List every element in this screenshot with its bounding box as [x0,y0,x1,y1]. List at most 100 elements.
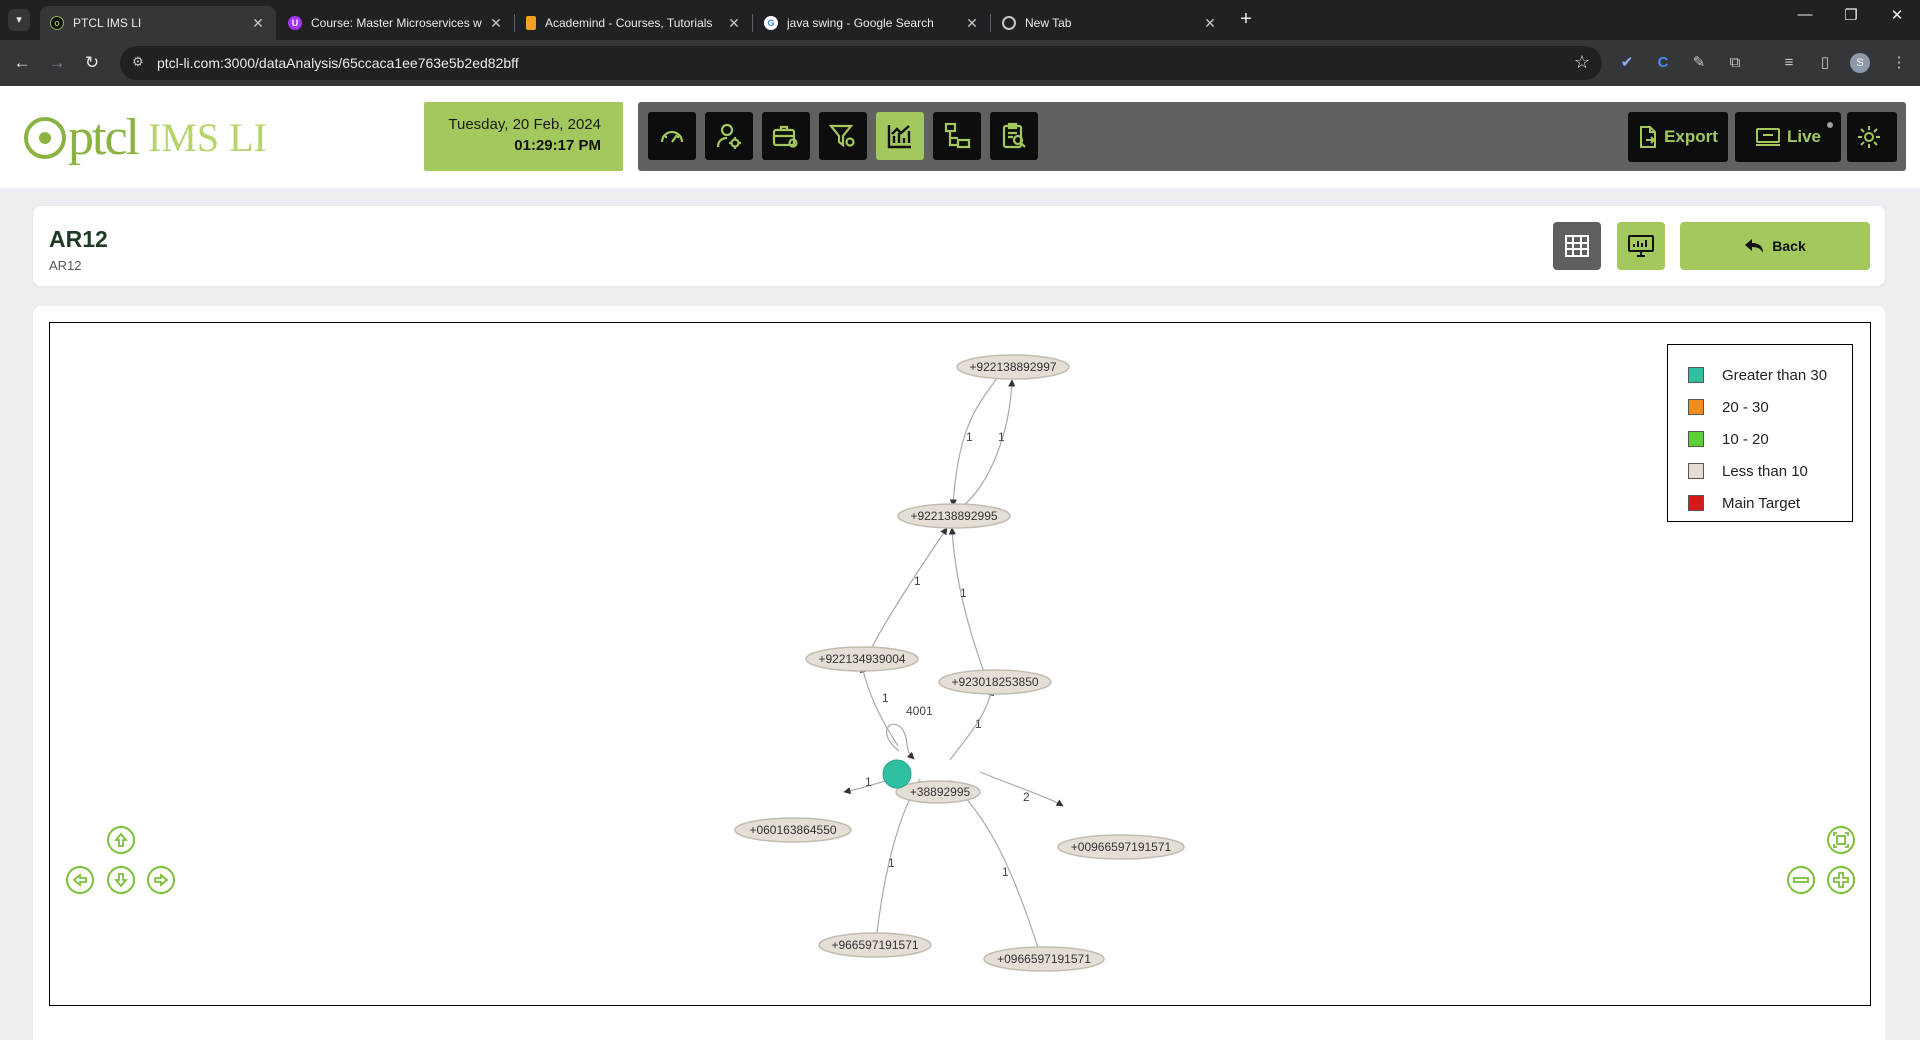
ptcl-ims-logo[interactable]: ptcl IMS LI [24,108,267,168]
case-management-button[interactable] [762,112,810,160]
network-hierarchy-button[interactable] [933,112,981,160]
live-button[interactable]: Live [1735,112,1841,162]
media-control-icon[interactable]: ≡ [1784,54,1794,71]
graph-node[interactable]: +922138892995 [897,503,1011,529]
table-view-button[interactable] [1553,222,1601,270]
monitor-icon [1755,128,1780,146]
gear-icon [1858,126,1880,148]
extension-eyedropper-icon[interactable]: ✎ [1692,54,1706,71]
reload-icon[interactable]: ↻ [84,53,100,72]
edge-label: 1 [975,717,982,731]
forward-arrow-icon[interactable]: → [48,53,66,72]
bar-chart-icon [887,125,911,149]
address-bar[interactable]: ⚙ ptcl-li.com:3000/dataAnalysis/65ccaca1… [120,46,1602,80]
filter-settings-button[interactable] [819,112,867,160]
current-date: Tuesday, 20 Feb, 2024 [448,116,601,133]
graph-legend: Greater than 30 20 - 30 10 - 20 Less tha… [1667,344,1853,522]
google-favicon-icon: G [764,16,778,30]
pan-left-button[interactable] [66,866,94,894]
new-tab-icon[interactable]: + [1240,8,1252,30]
briefcase-gear-icon [772,125,798,148]
minimize-icon[interactable]: — [1797,6,1813,23]
extensions-puzzle-icon[interactable]: ⧉ [1729,54,1741,71]
academind-favicon-icon [526,16,536,30]
report-search-button[interactable] [990,112,1038,160]
close-tab-icon[interactable]: ✕ [966,14,978,31]
restore-icon[interactable]: ❐ [1844,7,1858,24]
node-label: +922134939004 [818,652,905,666]
browser-tab-google[interactable]: G java swing - Google Search ✕ [754,6,990,40]
url-text[interactable]: ptcl-li.com:3000/dataAnalysis/65ccaca1ee… [157,55,519,71]
tab-search-button[interactable]: ▾ [8,9,30,31]
extension-c-icon[interactable]: C [1657,54,1669,71]
close-tab-icon[interactable]: ✕ [490,14,502,31]
side-panel-icon[interactable]: ▯ [1820,54,1830,71]
udemy-favicon-icon: U [288,16,302,30]
pan-down-button[interactable] [107,866,135,894]
legend-item: Main Target [1688,487,1852,519]
zoom-out-button[interactable] [1787,866,1815,894]
minus-icon [1793,877,1809,883]
graph-node[interactable]: +00966597191571 [1057,834,1185,860]
graph-node[interactable]: +0966597191571 [983,946,1105,972]
settings-button[interactable] [1847,112,1897,162]
browser-tab-ptcl[interactable]: o PTCL IMS LI ✕ [40,6,276,40]
graph-edge[interactable] [885,723,915,760]
arrow-up-icon [114,832,128,847]
pan-right-button[interactable] [147,866,175,894]
site-info-icon[interactable]: ⚙ [132,54,144,69]
extension-check-icon[interactable]: ✔ [1620,54,1634,71]
pan-up-button[interactable] [107,826,135,854]
edge-label: 2 [1023,790,1030,804]
edge-label: 1 [966,430,973,444]
browser-menu-icon[interactable]: ⋮ [1891,54,1907,71]
bookmark-star-icon[interactable]: ☆ [1573,52,1590,72]
graph-edge[interactable] [949,688,994,761]
node-label: +923018253850 [951,675,1038,689]
graph-edge[interactable] [873,778,921,942]
close-tab-icon[interactable]: ✕ [1204,14,1216,31]
chart-view-button[interactable] [1617,222,1665,270]
close-window-icon[interactable]: ✕ [1890,7,1904,24]
close-tab-icon[interactable]: ✕ [728,14,740,31]
zoom-in-button[interactable] [1827,866,1855,894]
profile-avatar[interactable]: S [1850,53,1870,73]
legend-swatch [1688,495,1704,511]
data-analysis-button[interactable] [876,112,924,160]
graph-edge[interactable] [949,779,1042,955]
back-button[interactable]: Back [1680,222,1870,270]
graph-edge[interactable] [871,527,948,648]
graph-node[interactable]: +922134939004 [805,646,919,672]
edge-label: 1 [865,775,872,789]
graph-edge[interactable] [962,379,1016,507]
browser-tab-udemy[interactable]: U Course: Master Microservices w ✕ [278,6,514,40]
graph-node[interactable]: +38892995 [895,780,981,804]
browser-tab-academind[interactable]: Academind - Courses, Tutorials ✕ [516,6,752,40]
dashboard-button[interactable] [648,112,696,160]
current-time: 01:29:17 PM [514,137,601,154]
graph-node[interactable]: +922138892997 [956,354,1070,380]
graph-node[interactable]: +060163864550 [734,817,852,843]
browser-tab-newtab[interactable]: New Tab ✕ [992,6,1228,40]
back-arrow-icon[interactable]: ← [13,53,31,72]
tab-separator [990,14,991,32]
graph-node[interactable]: +923018253850 [938,669,1052,695]
network-graph-canvas[interactable]: 1 1 1 1 1 1 4001 1 2 1 1 +922138892997 [50,323,1871,1006]
export-button[interactable]: Export [1628,112,1728,162]
network-graph[interactable]: 1 1 1 1 1 1 4001 1 2 1 1 +922138892997 [49,322,1871,1006]
graph-edge[interactable] [948,527,985,673]
close-tab-icon[interactable]: ✕ [252,14,264,31]
legend-label: 10 - 20 [1722,430,1769,448]
app-header: ptcl IMS LI Tuesday, 20 Feb, 2024 01:29:… [0,86,1920,188]
graph-edge[interactable] [979,771,1064,807]
fit-view-button[interactable] [1827,826,1855,854]
graph-edge[interactable] [859,665,899,747]
legend-swatch [1688,367,1704,383]
selected-node-marker[interactable] [882,759,912,789]
graph-edge[interactable] [949,377,998,507]
graph-node[interactable]: +966597191571 [818,932,932,958]
tab-title: Course: Master Microservices w [311,16,482,30]
user-settings-button[interactable] [705,112,753,160]
legend-item: Greater than 30 [1688,359,1852,391]
back-arrow-icon [1745,239,1764,253]
